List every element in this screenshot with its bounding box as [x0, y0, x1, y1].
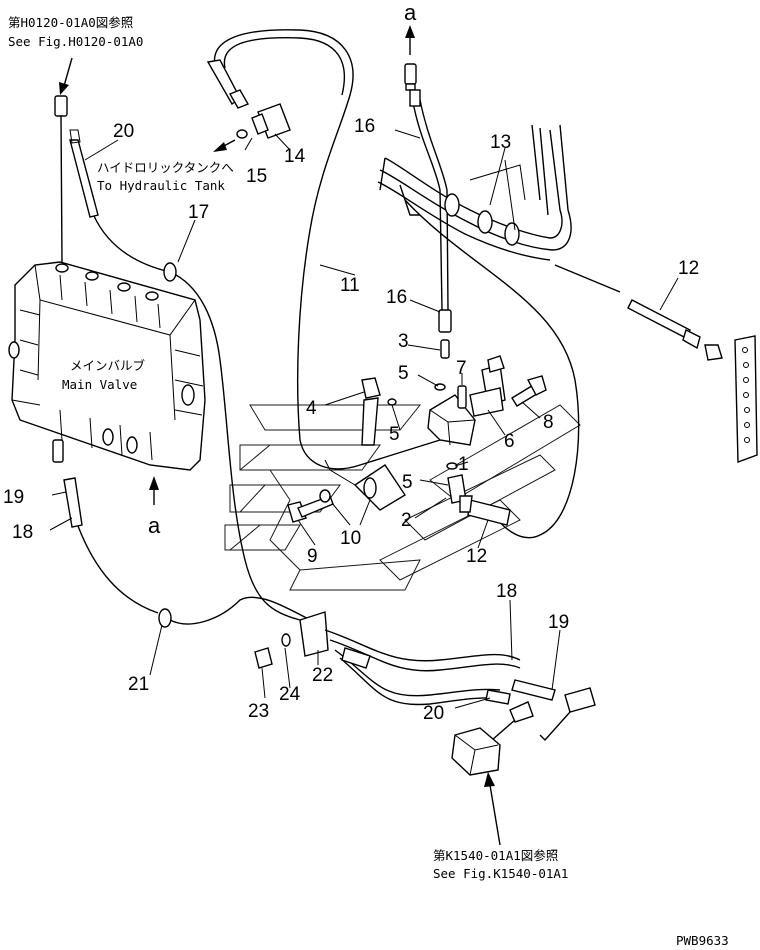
part-number-10: 10: [340, 528, 361, 549]
arrow-up-icon: [405, 25, 415, 38]
part-number-9: 9: [307, 546, 318, 567]
part-number-19b: 19: [548, 612, 569, 633]
part-number-18b: 18: [496, 581, 517, 602]
hose-20-top: [69, 129, 171, 273]
drawing-code: PWB9633: [676, 933, 729, 948]
part-number-8: 8: [543, 412, 554, 433]
part-numbers: 1 2 3 4 5 5 5 5 6 7 8 9 10 10 11 12 12 1…: [3, 116, 699, 724]
part-number-12a: 12: [678, 258, 699, 279]
connection-a-bottom: a: [148, 476, 161, 538]
connection-a-bottom-label: a: [148, 513, 161, 538]
arrow-down-icon: [59, 82, 69, 95]
center-block: [287, 355, 547, 526]
part-number-2: 2: [401, 510, 412, 531]
part-number-15: 15: [246, 166, 267, 187]
main-valve-label-jp: メインバルブ: [70, 358, 146, 373]
arrow-left-icon: [213, 142, 227, 152]
hose-18-left: [63, 477, 321, 628]
connection-a-top: a: [404, 0, 417, 91]
part-number-6: 6: [504, 431, 515, 452]
part-number-12b: 12: [466, 546, 487, 567]
part-number-5c: 5: [402, 472, 413, 493]
leader-lines: [49, 129, 679, 709]
part-number-19a: 19: [3, 487, 24, 508]
part-number-24: 24: [279, 684, 301, 705]
part-number-22: 22: [312, 665, 333, 686]
part-number-16b: 16: [386, 287, 407, 308]
reference-bottom-en: See Fig.K1540-01A1: [433, 866, 568, 881]
part-number-14: 14: [284, 146, 306, 167]
main-valve: メインバルブ Main Valve: [8, 95, 206, 471]
hose-16: [409, 89, 452, 359]
part-number-11: 11: [340, 275, 360, 296]
background-logo: [224, 404, 581, 591]
part-number-17: 17: [188, 202, 209, 223]
reference-top-left-jp: 第H0120-01A0図参照: [8, 15, 133, 30]
tank-label-jp: ハイドロリックタンクへ: [97, 160, 234, 175]
pipe-loop-left: [163, 262, 301, 621]
cable-right: [404, 199, 701, 539]
part-number-20b: 20: [423, 703, 444, 724]
part-number-23: 23: [248, 701, 269, 722]
part-number-21: 21: [128, 674, 149, 695]
reference-bottom: 第K1540-01A1図参照 See Fig.K1540-01A1: [433, 772, 568, 881]
reference-top-left-en: See Fig.H0120-01A0: [8, 34, 143, 49]
reference-top-left: 第H0120-01A0図参照 See Fig.H0120-01A0: [8, 15, 143, 95]
part-number-4: 4: [306, 398, 317, 419]
arrow-up-icon: [149, 476, 159, 490]
part-number-5a: 5: [398, 363, 409, 384]
tank-label-en: To Hydraulic Tank: [97, 178, 225, 193]
connection-a-top-label: a: [404, 0, 417, 25]
part-number-5b: 5: [389, 424, 400, 445]
part-number-1: 1: [458, 454, 469, 475]
bundle-13: [377, 124, 572, 261]
part-number-16a: 16: [354, 116, 375, 137]
fitting-14: [213, 103, 291, 152]
hose-group-bottom: [324, 629, 596, 776]
reference-bottom-jp: 第K1540-01A1図参照: [433, 848, 558, 863]
arrow-up-icon: [484, 772, 495, 787]
part-number-18a: 18: [12, 522, 33, 543]
part-number-13: 13: [490, 132, 511, 153]
part-number-3: 3: [398, 331, 409, 352]
clamp-22: [254, 611, 329, 669]
part-number-7: 7: [456, 358, 467, 379]
hose-11: [206, 29, 441, 470]
main-valve-label-en: Main Valve: [62, 377, 137, 392]
terminal-bar: [704, 335, 758, 463]
part-number-20a: 20: [113, 121, 134, 142]
